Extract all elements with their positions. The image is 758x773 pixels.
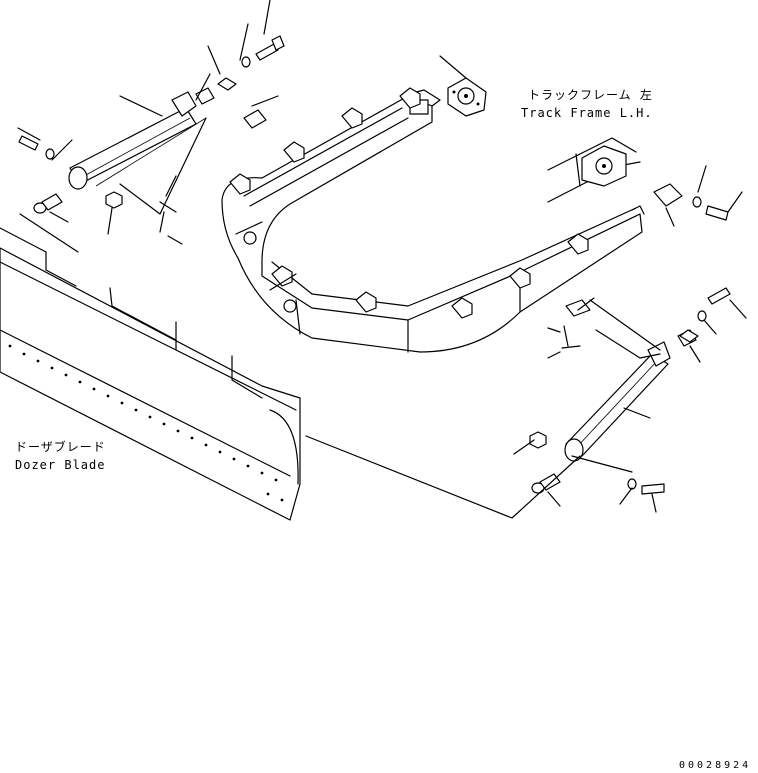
roller-brackets-top <box>229 87 421 195</box>
mounting-plate-part <box>447 77 487 117</box>
dozer-blade-label-jp: ドーザブレード <box>15 440 106 454</box>
drawing-code: 00028924 <box>679 760 752 771</box>
blade-bolt-holes <box>8 344 284 502</box>
track-frame <box>221 87 645 353</box>
track-frame-lh-inset <box>547 137 641 203</box>
leader-lines <box>0 0 747 519</box>
left-cylinder-assembly <box>68 87 215 190</box>
fasteners <box>18 35 731 495</box>
right-cylinder-assembly <box>564 329 697 462</box>
dozer-blade-label-en: Dozer Blade <box>15 458 106 472</box>
track-frame-label-jp: トラックフレーム 左 <box>528 88 653 102</box>
roller-brackets-bottom <box>271 233 589 319</box>
track-frame-label-en: Track Frame L.H. <box>521 106 653 120</box>
dozer-blade <box>0 247 301 521</box>
